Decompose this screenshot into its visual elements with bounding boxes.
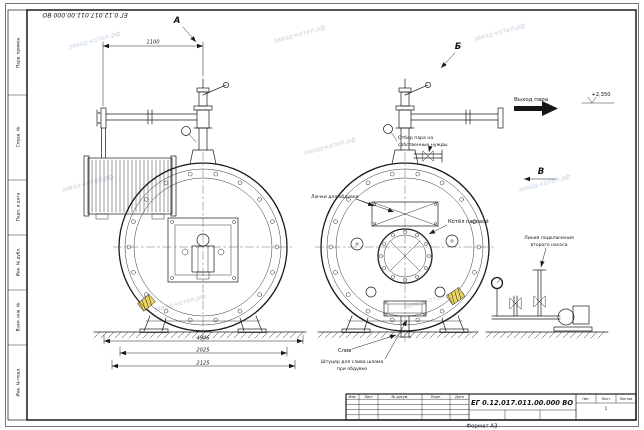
valve-symbol xyxy=(509,297,522,310)
steam-out-label: Выход пара xyxy=(514,97,548,103)
view-a: А xyxy=(173,16,181,26)
format-label: Формат А3 xyxy=(466,424,498,430)
elevation-label: +2,350 xyxy=(591,92,610,98)
pressure-gauge-pump xyxy=(490,276,504,317)
valve-symbol xyxy=(533,295,546,308)
tb-dok: № докум. xyxy=(392,395,409,399)
safety-valve-left xyxy=(193,78,229,151)
view-label-b: Б xyxy=(440,42,462,69)
pressure-gauge-right xyxy=(383,124,398,142)
sludge-label-1: Штуцер для слива шлама xyxy=(321,359,384,365)
burner-door xyxy=(167,217,239,283)
blowdown-hatch xyxy=(371,201,439,227)
steam-arrow-shaft xyxy=(514,106,542,111)
steam-arrow-head xyxy=(542,101,558,116)
pump-line-label-1: Линия подключения xyxy=(524,235,574,241)
callouts: Отбор пара на собственные нужды Лючки дл… xyxy=(311,135,489,372)
view-b: Б xyxy=(455,42,462,52)
sludge-label-2: при обдувке xyxy=(337,366,367,372)
watermark: завод-котел.рф xyxy=(403,289,457,311)
tb-list: Лист xyxy=(364,395,373,399)
title-block: Изм. Лист № докум. Подп. Дата ЕГ 0.12.01… xyxy=(345,393,637,421)
dim-top-pipe: 1100 xyxy=(146,40,160,46)
steam-pipe-right xyxy=(410,107,504,129)
ground-left xyxy=(93,331,307,339)
drain-stub xyxy=(398,315,412,338)
steam-outlet: Выход пара +2,350 xyxy=(514,92,615,116)
ground-right xyxy=(317,331,479,339)
watermark: завод-котел.рф xyxy=(153,292,207,314)
tb-izm: Изм. xyxy=(349,395,357,399)
tb-lit: Лит. xyxy=(582,397,590,401)
steam-pipe-left xyxy=(96,107,198,159)
sight-glasses xyxy=(350,234,459,298)
watermarks: завод-котел.рф завод-котел.рф завод-коте… xyxy=(61,21,572,314)
stamp-label: Подп. и дата xyxy=(16,192,21,221)
own-needs-branch xyxy=(413,149,443,163)
stamp-label: Инв. № подл. xyxy=(16,368,21,397)
doc-number-top: ЕГ 0.12.017.011.00.000 ВО xyxy=(42,11,127,18)
elevation-mark: +2,350 xyxy=(581,92,615,104)
dimensions-bottom: 4946 2025 2125 xyxy=(103,334,304,370)
flange-bolt-ring xyxy=(328,171,482,323)
pump-line-label-2: второго насоса xyxy=(530,243,567,248)
drain-label: Слив xyxy=(338,348,351,354)
tb-listov: Листов xyxy=(620,397,633,401)
own-needs-label-1: Отбор пара на xyxy=(398,135,433,141)
tb-data: Дата xyxy=(455,395,464,399)
dim-overall: 4946 xyxy=(196,336,210,342)
pump-unit xyxy=(553,305,593,332)
stamp-label: Перв. примен. xyxy=(16,36,21,67)
tb-list2: Лист xyxy=(602,397,611,401)
supports-left xyxy=(139,315,267,333)
tb-podp: Подп. xyxy=(431,395,441,399)
pressure-gauge-left xyxy=(181,126,197,143)
dim-a: 2025 xyxy=(196,348,210,354)
stamp-label: Справ. № xyxy=(16,126,21,147)
bottom-hatch xyxy=(383,300,427,317)
view-label-a: А xyxy=(173,16,197,43)
pump-assembly: Линия подключения второго насоса xyxy=(485,235,609,339)
watermark: завод-котел.рф xyxy=(473,21,527,43)
doc-number: ЕГ 0.12.017.011.00.000 ВО xyxy=(471,398,574,407)
watermark: завод-котел.рф xyxy=(68,29,122,51)
pump-piping xyxy=(491,269,561,320)
view-v: В xyxy=(538,167,544,177)
flange-bolt-ring xyxy=(126,171,280,323)
safety-valve-right xyxy=(395,78,431,151)
dimension-1100: 1100 xyxy=(102,40,204,107)
manhole xyxy=(377,228,433,284)
tb-sheet-value: 1 xyxy=(605,406,608,411)
stamp-column: Перв. примен. Справ. № Подп. и дата Инв.… xyxy=(7,9,28,421)
watermark: завод-котел.рф xyxy=(273,23,327,45)
blow-hatches-label: Лючки для обдувки xyxy=(311,194,359,200)
dim-b: 2125 xyxy=(196,361,210,367)
view-label-v: В xyxy=(523,167,557,182)
boiler-label: Котёл паровой xyxy=(448,218,489,225)
watermark: завод-котел.рф xyxy=(303,135,357,157)
boiler-front-view: 1100 А 4946 xyxy=(83,16,307,370)
ground-pump xyxy=(485,331,609,339)
sludge-fitting-highlight xyxy=(446,286,466,306)
drain-fitting-highlight xyxy=(137,293,156,312)
stamp-label: Взам. инв. № xyxy=(16,302,21,331)
stamp-label: Инв. № дубл. xyxy=(16,248,21,277)
sheet-frame: Перв. примен. Справ. № Подп. и дата Инв.… xyxy=(5,3,639,427)
economizer-bundle xyxy=(83,155,177,220)
boiler-rear-view: Б В Отб xyxy=(311,42,557,372)
own-needs-label-2: собственные нужды xyxy=(398,142,448,148)
watermark: завод-котел.рф xyxy=(518,172,572,194)
